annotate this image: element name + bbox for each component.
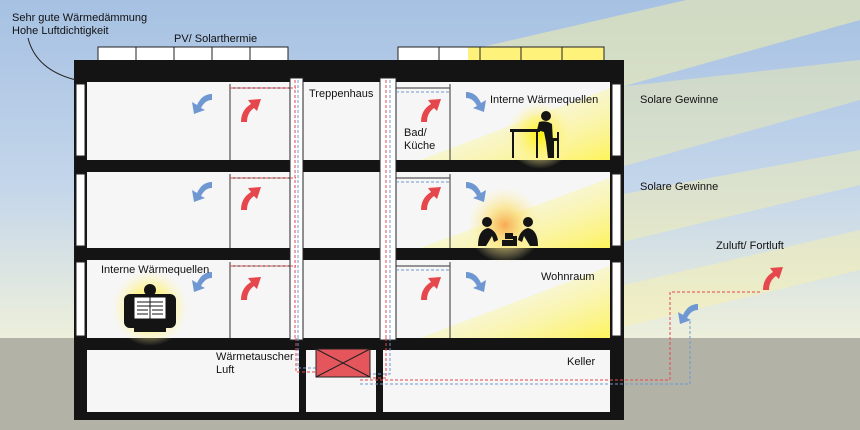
person-reading-icon: [124, 284, 176, 332]
supply-exhaust-label: Zuluft/ Fortluft: [716, 240, 784, 252]
bath-kitchen-line2: Küche: [404, 140, 436, 152]
solar-gains-label-1: Solare Gewinne: [640, 94, 719, 106]
insulation-callout-line: [27, 37, 77, 81]
insulation-label-line2: Hohe Luftdichtigkeit: [12, 25, 109, 37]
heat-exchanger: [315, 348, 371, 378]
solar-gains-label-2: Solare Gewinne: [640, 181, 719, 193]
heat-glow-desk: [506, 101, 574, 169]
heat-exchanger-line1: Wärmetauscher: [216, 351, 294, 363]
bath-kitchen-line1: Bad/: [404, 127, 427, 139]
windows: [75, 83, 622, 337]
ventilation-shafts: [289, 77, 397, 341]
living-room-label: Wohnraum: [541, 271, 595, 283]
air-ducts: [230, 87, 760, 385]
bath-kitchen-label: Bad/ Küche: [404, 127, 435, 153]
staircase-label: Treppenhaus: [309, 88, 374, 100]
heat-exchanger-label: Wärmetauscher Luft: [216, 351, 294, 377]
insulation-label: Sehr gute Wärmedämmung Hohe Luftdichtigk…: [12, 12, 147, 38]
person-at-desk-icon: [510, 111, 559, 158]
heat-exchanger-line2: Luft: [216, 364, 235, 376]
internal-heat-label-top: Interne Wärmequellen: [490, 94, 599, 106]
internal-heat-label-left: Interne Wärmequellen: [101, 264, 210, 276]
pv-solar-label: PV/ Solarthermie: [174, 33, 258, 45]
children-playing-icon: [478, 217, 538, 246]
insulation-label-line1: Sehr gute Wärmedämmung: [12, 12, 148, 24]
basement-label: Keller: [567, 356, 596, 368]
